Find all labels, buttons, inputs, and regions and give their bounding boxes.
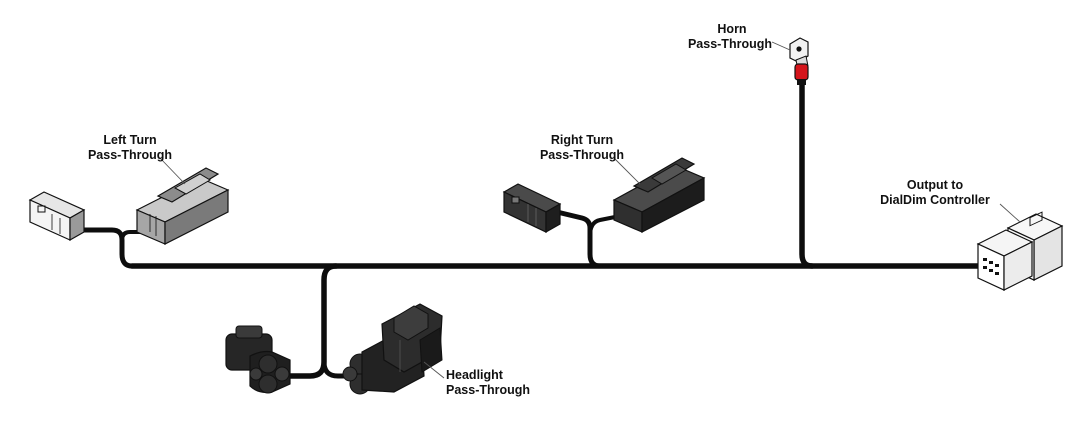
horn-label: Horn Pass-Through: [672, 22, 772, 52]
right-turn-label-line1: Right Turn: [550, 133, 614, 147]
horn-label-line1: Horn: [717, 22, 747, 36]
right-turn-label-line2: Pass-Through: [539, 148, 625, 162]
harness-wires: [75, 81, 983, 379]
output-label: Output to DialDim Controller: [860, 178, 1010, 208]
headlight-label-line2: Pass-Through: [446, 383, 531, 397]
output-label-line2: DialDim Controller: [880, 193, 990, 207]
output-leader: [999, 203, 1021, 223]
right-turn-label: Right Turn Pass-Through: [512, 133, 652, 163]
right-turn-branch-wire-2: [588, 214, 622, 238]
right-turn-branch-wire: [554, 209, 603, 269]
left-turn-leader: [159, 157, 186, 185]
left-turn-small-plug: [28, 191, 86, 242]
horn-branch-wire: [799, 81, 815, 269]
headlight-leader: [423, 361, 445, 379]
headlight-branch-wire-2: [321, 359, 355, 379]
horn-leader: [771, 41, 791, 51]
headlight-label-line1: Headlight: [446, 368, 503, 382]
headlight-socket-right: [342, 303, 443, 395]
horn-label-line2: Pass-Through: [687, 37, 772, 51]
headlight-plug-left: [225, 325, 291, 394]
horn-red-boot: [794, 63, 809, 81]
right-turn-leader: [613, 157, 641, 185]
headlight-branch-wire: [283, 263, 339, 379]
left-turn-branch-wire-2: [120, 230, 147, 242]
output-connector: [976, 211, 1064, 291]
right-turn-socket: [612, 157, 706, 233]
left-turn-label-line1: Left Turn: [103, 133, 157, 147]
left-turn-label-line2: Pass-Through: [87, 148, 173, 162]
left-turn-label: Left Turn Pass-Through: [60, 133, 200, 163]
output-label-line1: Output to: [906, 178, 964, 192]
left-turn-socket: [135, 167, 230, 245]
horn-spade-terminal: [789, 37, 809, 85]
headlight-label: Headlight Pass-Through: [446, 368, 566, 398]
right-turn-small-plug: [502, 183, 562, 234]
label-leader-lines: [159, 41, 1021, 379]
